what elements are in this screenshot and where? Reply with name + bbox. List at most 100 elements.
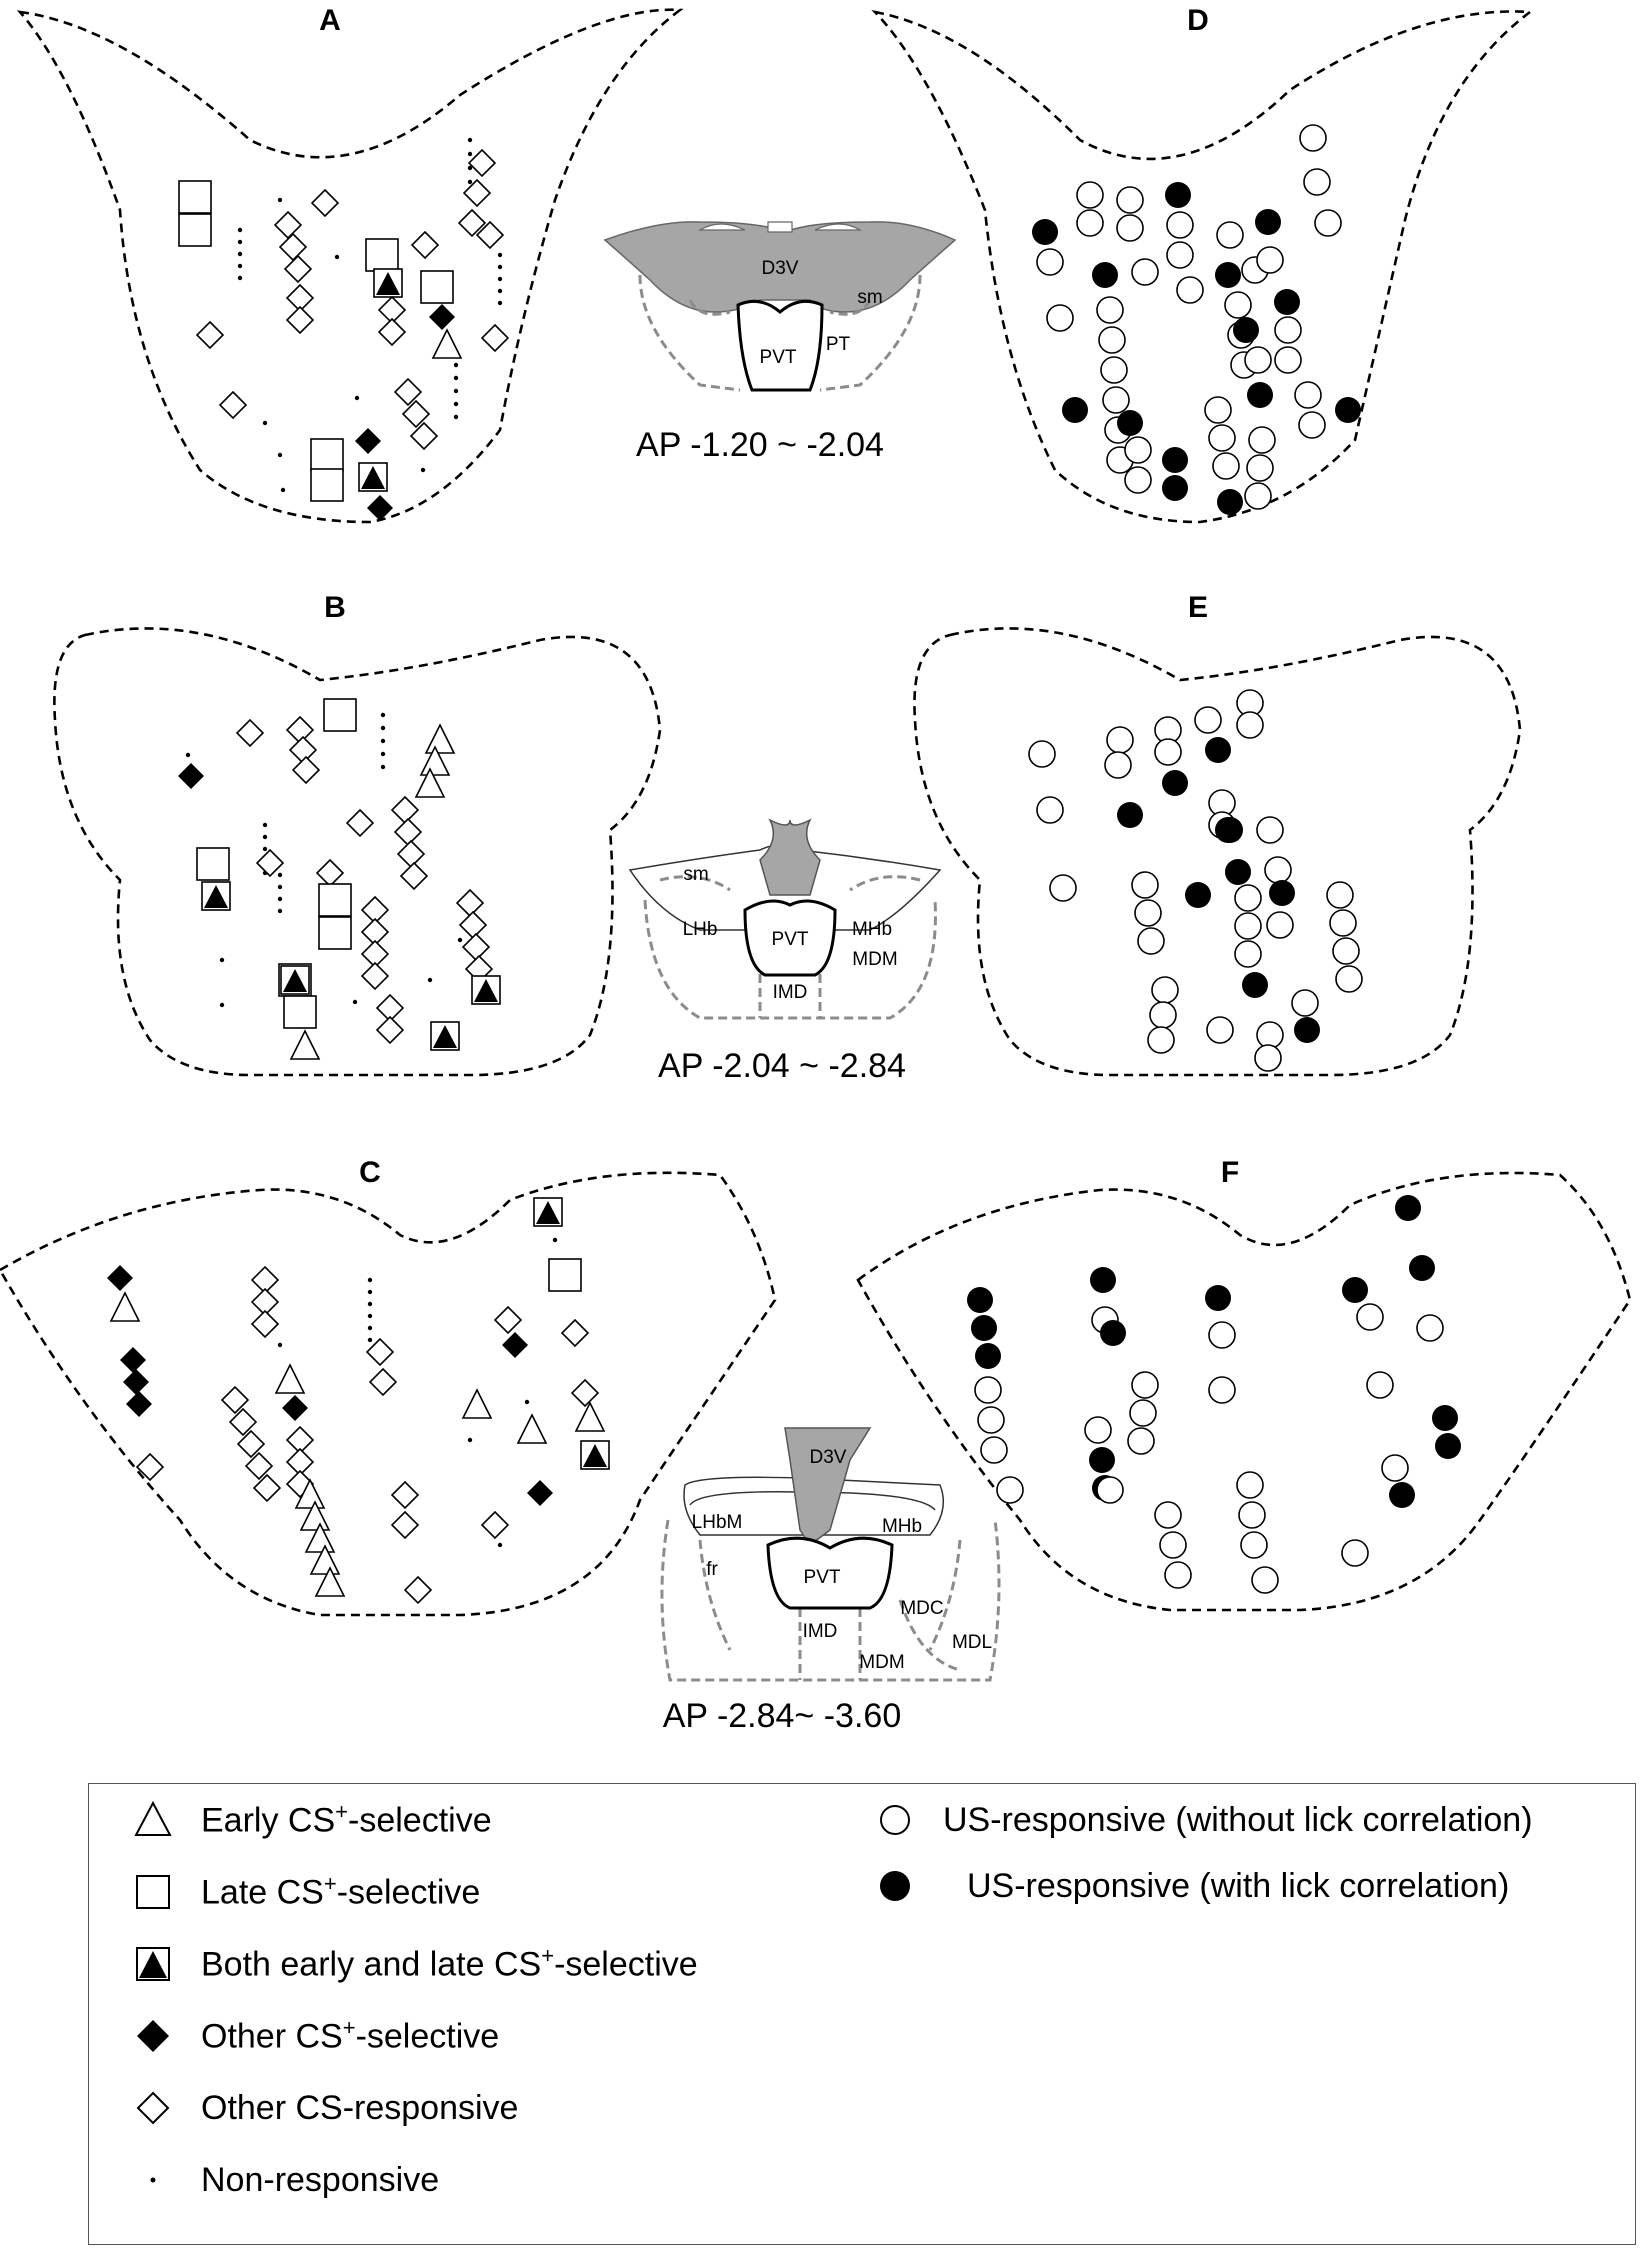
circle-open-marker: [1049, 874, 1077, 902]
circle-open-marker: [1303, 168, 1331, 196]
circle-open-marker: [1102, 386, 1130, 414]
circle-filled-marker: [1432, 1405, 1458, 1431]
diamond-open-marker: [315, 858, 345, 888]
diamond-open-marker: [235, 718, 265, 748]
square-open-marker: [318, 916, 352, 950]
diamond-open-marker: [195, 320, 225, 350]
square-open-marker: [365, 238, 399, 272]
square-triangle-marker: [376, 272, 400, 295]
atlas3-imd: IMD: [803, 1621, 838, 1642]
diamond-open-marker: [480, 323, 510, 353]
ap-label-3: AP -2.84~ -3.60: [663, 1697, 901, 1735]
diamond-open-marker: [250, 1309, 280, 1339]
diamond-open-marker: [393, 817, 423, 847]
atlas1-pt: PT: [826, 334, 851, 355]
circle-open-marker: [1096, 1476, 1124, 1504]
circle-open-marker: [1076, 209, 1104, 237]
dot-marker: [380, 725, 386, 731]
dot-marker: [185, 752, 191, 758]
panel-label-f: F: [1221, 1156, 1239, 1189]
dot-marker: [453, 362, 459, 368]
atlas-section-3: D3V LHbM MHb fr PVT IMD MDC MDM MDL AP -…: [660, 1427, 1001, 1735]
circle-open-marker: [1234, 912, 1262, 940]
circle-open-marker: [1335, 965, 1363, 993]
circle-filled-marker: [1090, 1267, 1116, 1293]
triangle-open-marker: [309, 1544, 341, 1575]
circle-filled-marker: [1092, 262, 1118, 288]
atlas3-d3v: D3V: [810, 1447, 847, 1468]
diamond-open-marker: [560, 1318, 590, 1348]
circle-open-marker: [1046, 304, 1074, 332]
legend-label-us-open: US-responsive (without lick correlation): [943, 1800, 1533, 1839]
atlas3-fr: fr: [706, 1559, 718, 1580]
dot-marker: [219, 957, 225, 963]
diamond-open-marker: [278, 232, 308, 262]
diamond-open-marker: [273, 210, 303, 240]
dot-marker: [467, 179, 473, 185]
diamond-open-marker: [480, 1510, 510, 1540]
circle-filled-marker: [1435, 1433, 1461, 1459]
atlas3-mdl: MDL: [952, 1632, 992, 1653]
circle-filled-marker: [1089, 1447, 1115, 1473]
diamond-open-marker: [285, 305, 315, 335]
legend-label-late: Late CS: [201, 1873, 324, 1912]
dot-marker: [427, 977, 433, 983]
diamond-open-icon: [136, 2091, 170, 2125]
diamond-open-marker: [393, 377, 423, 407]
outline-f: [856, 1171, 1632, 1612]
circle-open-marker: [1244, 346, 1272, 374]
atlas3-pvt: PVT: [804, 1567, 841, 1588]
dot-marker: [497, 300, 503, 306]
circle-open-marker: [1104, 751, 1132, 779]
square-open-marker: [196, 847, 230, 881]
square-triangle-icon: [136, 1947, 170, 1981]
circle-open-marker: [1166, 211, 1194, 239]
panel-label-d: D: [1187, 4, 1209, 37]
square-open-marker: [310, 468, 344, 502]
dot-marker: [280, 487, 286, 493]
dot-marker: [524, 1399, 530, 1405]
atlas2-imd: IMD: [773, 982, 808, 1003]
circle-filled-marker: [1185, 882, 1211, 908]
legend-item-other-selective: Other CS+-selective: [131, 2014, 499, 2058]
circle-open-marker: [1131, 258, 1159, 286]
legend-label-non-responsive: Non-responsive: [201, 2160, 440, 2199]
diamond-open-marker: [401, 399, 431, 429]
atlas1-sm: sm: [857, 287, 882, 308]
dot-marker: [380, 738, 386, 744]
circle-open-marker: [1098, 326, 1126, 354]
circle-filled-marker: [1162, 770, 1188, 796]
circle-open-marker: [1224, 291, 1252, 319]
diamond-open-marker: [390, 795, 420, 825]
outline-c: [0, 1171, 777, 1617]
dot-marker: [367, 1337, 373, 1343]
dot-marker: [262, 822, 268, 828]
diamond-open-marker: [310, 188, 340, 218]
circle-filled-marker: [1233, 317, 1259, 343]
circle-filled-marker: [1215, 262, 1241, 288]
diamond-open-marker: [461, 932, 491, 962]
dot-marker: [420, 467, 426, 473]
diamond-open-marker: [410, 230, 440, 260]
diamond-open-marker: [493, 1305, 523, 1335]
diamond-open-marker: [345, 808, 375, 838]
atlas2-sm: sm: [683, 864, 708, 885]
circle-filled-marker: [1165, 182, 1191, 208]
diamond-filled-marker: [502, 1332, 528, 1358]
diamond-open-marker: [365, 1337, 395, 1367]
circle-filled-marker: [1205, 1285, 1231, 1311]
dot-marker: [237, 227, 243, 233]
circle-filled-marker: [1217, 817, 1243, 843]
diamond-filled-marker: [355, 428, 381, 454]
circle-filled-marker: [1342, 1277, 1368, 1303]
outline-a: [16, 8, 684, 524]
diamond-open-marker: [255, 848, 285, 878]
diamond-open-marker: [377, 317, 407, 347]
diamond-filled-marker: [429, 304, 455, 330]
circle-open-marker: [1137, 927, 1165, 955]
legend-item-non-responsive: Non-responsive: [131, 2158, 439, 2202]
circle-open-marker: [1131, 871, 1159, 899]
triangle-open-marker: [294, 1478, 326, 1509]
diamond-open-marker: [458, 910, 488, 940]
circle-filled-marker: [1269, 880, 1295, 906]
